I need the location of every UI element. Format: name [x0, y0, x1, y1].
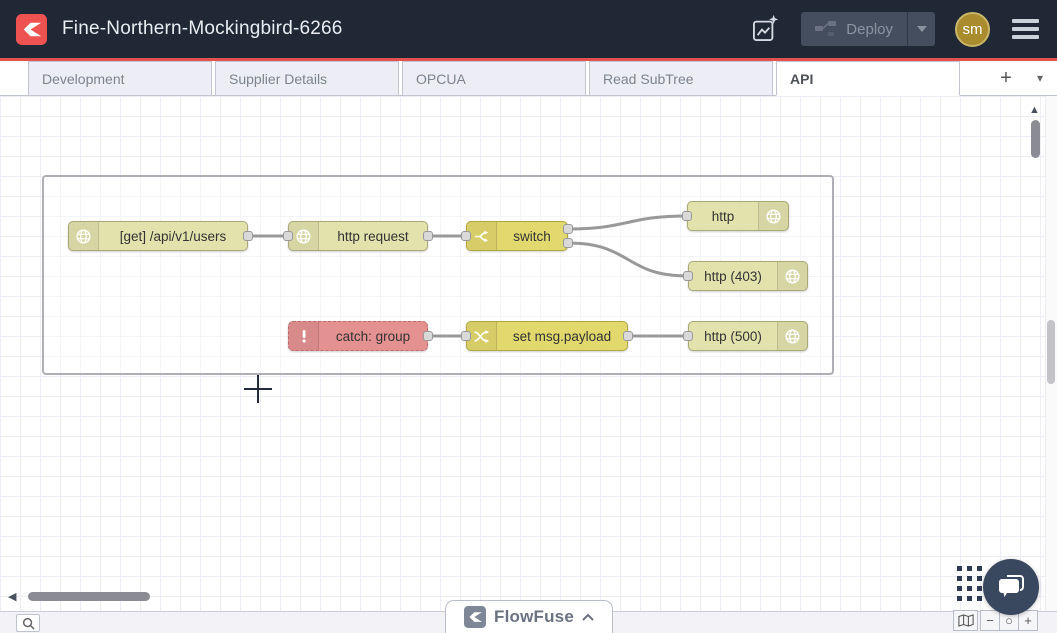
node-port-output-2[interactable] — [563, 238, 573, 248]
node-catch[interactable]: catch: group — [288, 321, 433, 351]
wire[interactable] — [566, 241, 690, 278]
node-http-response[interactable]: http — [682, 201, 789, 231]
node-change[interactable]: set msg.payload — [461, 321, 633, 351]
vscroll-up-arrow[interactable]: ▲ — [1029, 104, 1040, 116]
change-icon — [467, 322, 497, 350]
zoom-out-button[interactable]: − — [980, 610, 1000, 631]
flow-tabbar: Development Supplier Details OPCUA Read … — [0, 61, 1057, 96]
node-label: [get] /api/v1/users — [119, 228, 227, 244]
globe-icon — [289, 222, 319, 250]
node-http-in[interactable]: [get] /api/v1/users — [68, 221, 253, 251]
node-port-input[interactable] — [683, 331, 693, 341]
node-port-input[interactable] — [683, 271, 693, 281]
chevron-up-icon — [582, 613, 594, 621]
zoom-controls: − ○ + — [980, 610, 1038, 631]
node-port-input[interactable] — [461, 331, 471, 341]
zoom-in-button[interactable]: + — [1018, 610, 1038, 631]
node-label: http — [711, 208, 735, 224]
chat-launcher-button[interactable] — [983, 559, 1039, 615]
tab-api[interactable]: API — [776, 61, 960, 96]
globe-icon — [69, 222, 99, 250]
wires-layer — [246, 214, 690, 338]
outer-scrollbar-thumb[interactable] — [1047, 320, 1055, 384]
header-actions: Deploy sm — [749, 11, 1041, 47]
flow-list-menu-icon[interactable]: ▾ — [1036, 71, 1044, 85]
node-http-response-500[interactable]: http (500) — [683, 321, 808, 351]
node-label: set msg.payload — [512, 328, 612, 344]
globe-icon — [777, 322, 807, 350]
flowfuse-logo-icon — [16, 13, 47, 45]
node-label: http (500) — [704, 328, 762, 344]
wire[interactable] — [566, 214, 689, 231]
flowfuse-tools-pill[interactable]: FlowFuse — [445, 600, 613, 633]
flow-assistant-icon[interactable] — [749, 12, 781, 46]
node-label: http request — [337, 228, 409, 244]
node-port-input[interactable] — [283, 231, 293, 241]
exclamation-icon — [289, 322, 319, 350]
node-port-input[interactable] — [682, 211, 692, 221]
flow-canvas[interactable]: [get] /api/v1/users http request s — [0, 96, 1057, 611]
switch-icon — [467, 222, 497, 250]
instance-title: Fine-Northern-Mockingbird-6266 — [62, 18, 343, 39]
hscroll-thumb[interactable] — [28, 592, 150, 601]
avatar-initials: sm — [962, 20, 983, 38]
main-menu-icon[interactable] — [1010, 15, 1041, 43]
node-port-output[interactable] — [623, 331, 633, 341]
node-label: catch: group — [335, 328, 411, 344]
node-port-output[interactable] — [243, 231, 253, 241]
flowfuse-label: FlowFuse — [494, 607, 574, 626]
vscroll-thumb[interactable] — [1031, 120, 1040, 158]
deploy-options-button[interactable] — [907, 12, 935, 46]
user-avatar[interactable]: sm — [955, 11, 990, 47]
hscroll-left-arrow[interactable]: ◀ — [8, 591, 17, 603]
header-bar: Fine-Northern-Mockingbird-6266 — [0, 0, 1057, 58]
header-accent-line — [0, 58, 1057, 61]
deploy-label: Deploy — [846, 20, 893, 38]
deploy-button[interactable]: Deploy — [801, 12, 935, 46]
tab-actions: + ▾ — [989, 61, 1057, 95]
tab-read-subtree[interactable]: Read SubTree — [589, 61, 773, 96]
chat-icon — [999, 575, 1024, 597]
outer-scrollbar — [1045, 96, 1057, 611]
node-switch[interactable]: switch — [461, 221, 573, 251]
node-port-input[interactable] — [461, 231, 471, 241]
tab-supplier-details[interactable]: Supplier Details — [215, 61, 399, 96]
node-port-output[interactable] — [423, 231, 433, 241]
deploy-nodes-icon — [815, 21, 837, 36]
chat-drag-handle[interactable] — [957, 566, 982, 601]
node-port-output-1[interactable] — [563, 224, 573, 234]
search-button[interactable] — [16, 614, 40, 632]
map-icon — [957, 614, 974, 627]
add-flow-button[interactable]: + — [1000, 66, 1012, 89]
node-http-request[interactable]: http request — [283, 221, 433, 251]
tab-opcua[interactable]: OPCUA — [402, 61, 586, 96]
node-label: http (403) — [704, 268, 762, 284]
deploy-main[interactable]: Deploy — [801, 12, 907, 46]
node-label: switch — [513, 228, 551, 244]
navigator-toggle-button[interactable] — [953, 610, 978, 631]
cursor-crosshair — [244, 375, 272, 403]
tab-development[interactable]: Development — [28, 61, 212, 96]
node-http-response-403[interactable]: http (403) — [683, 261, 808, 291]
search-icon — [22, 617, 35, 630]
flowfuse-logo-icon — [464, 606, 486, 628]
chevron-down-icon — [916, 26, 927, 32]
globe-icon — [777, 262, 807, 290]
globe-icon — [758, 202, 788, 230]
node-port-output[interactable] — [423, 331, 433, 341]
